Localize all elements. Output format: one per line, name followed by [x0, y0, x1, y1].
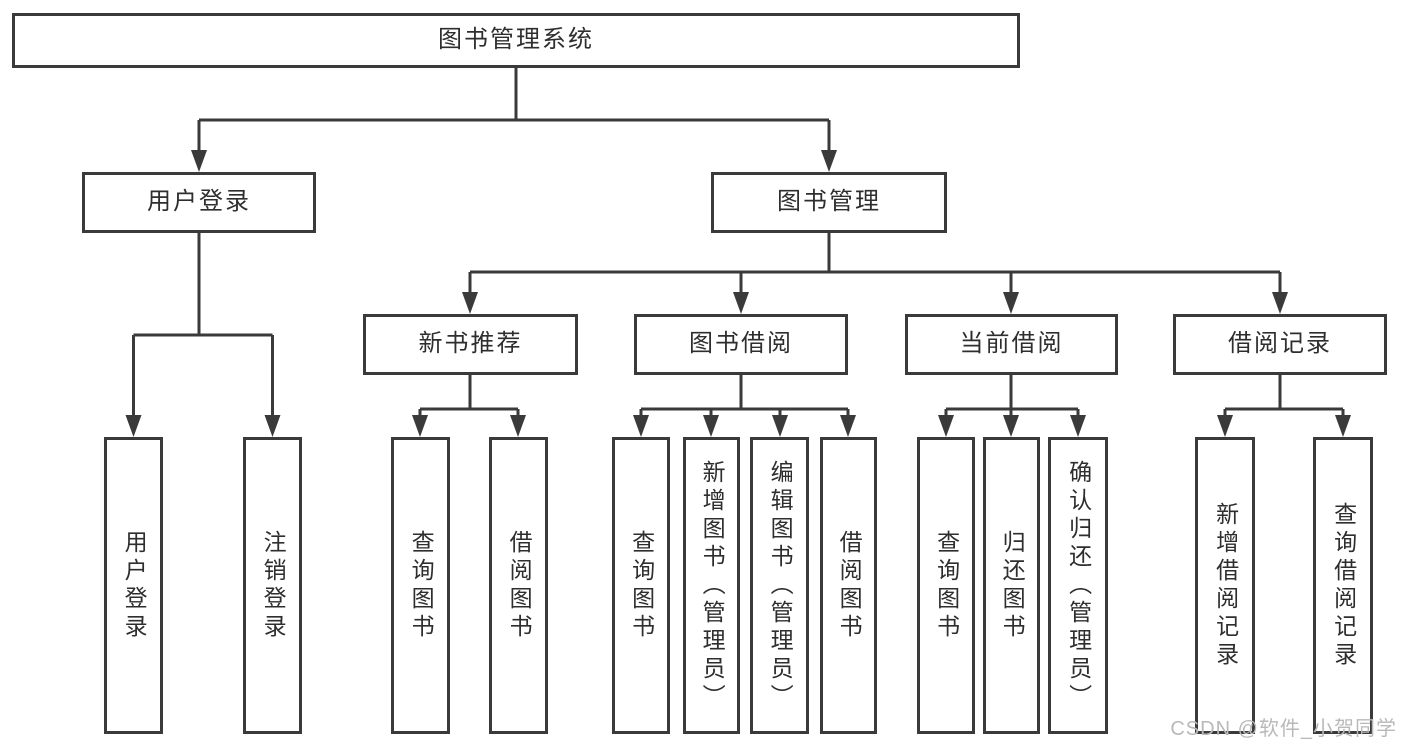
node-current-borrowing: 当前借阅	[905, 314, 1118, 375]
arrowhead	[733, 292, 749, 314]
leaf-bb-edit-book-admin-label: 编辑图书（管理员）	[767, 459, 794, 712]
leaf-bb-edit-book-admin: 编辑图书（管理员）	[750, 437, 809, 734]
arrowhead	[1003, 292, 1019, 314]
node-borrowing-records: 借阅记录	[1173, 314, 1387, 375]
arrowhead	[1335, 415, 1351, 437]
leaf-logout: 注销登录	[243, 437, 302, 734]
node-root-label: 图书管理系统	[438, 26, 594, 54]
arrowhead	[772, 415, 788, 437]
arrowhead	[840, 415, 856, 437]
csdn-watermark: CSDN @软件_小贺同学	[1170, 718, 1397, 740]
leaf-nb-borrow-book: 借阅图书	[489, 437, 548, 734]
connector-root-to-level2	[197, 68, 831, 154]
arrowhead	[1217, 415, 1233, 437]
leaf-br-add-record-label: 新增借阅记录	[1212, 501, 1239, 670]
leaf-bb-add-book-admin: 新增图书（管理员）	[683, 437, 740, 734]
arrowhead	[510, 415, 526, 437]
connector-borrow-record-children	[1223, 375, 1345, 419]
node-book-management-label: 图书管理	[777, 188, 881, 216]
connector-new-book-children	[418, 375, 520, 419]
leaf-bb-add-book-admin-label: 新增图书（管理员）	[699, 459, 726, 712]
arrowhead	[703, 415, 719, 437]
arrowhead	[938, 415, 954, 437]
leaf-nb-query-book: 查询图书	[391, 437, 450, 734]
leaf-cb-confirm-return-admin-label: 确认归还（管理员）	[1065, 459, 1092, 712]
leaf-user-login: 用户登录	[104, 437, 163, 734]
leaf-cb-return-book: 归还图书	[983, 437, 1040, 734]
arrowhead	[125, 415, 142, 437]
node-book-management: 图书管理	[711, 172, 947, 233]
node-book-borrowing-label: 图书借阅	[689, 330, 793, 358]
leaf-bb-query-book-label: 查询图书	[628, 529, 655, 642]
node-book-borrowing: 图书借阅	[634, 314, 848, 375]
leaf-logout-label: 注销登录	[260, 529, 287, 642]
leaf-cb-query-book: 查询图书	[917, 437, 975, 734]
node-root: 图书管理系统	[12, 13, 1020, 68]
connector-book-mgmt-children	[468, 233, 1282, 296]
arrowhead	[412, 415, 428, 437]
leaf-nb-query-book-label: 查询图书	[408, 529, 435, 642]
arrowhead	[462, 292, 478, 314]
connector-book-borrow-children	[639, 375, 850, 419]
leaf-br-add-record: 新增借阅记录	[1195, 437, 1255, 734]
leaf-br-query-record: 查询借阅记录	[1313, 437, 1373, 734]
arrowhead	[264, 415, 281, 437]
node-user-login-label: 用户登录	[147, 188, 251, 216]
arrowhead	[821, 150, 837, 172]
arrowhead	[1070, 415, 1086, 437]
leaf-br-query-record-label: 查询借阅记录	[1330, 501, 1357, 670]
connector-current-borrow-children	[944, 375, 1080, 419]
leaf-cb-confirm-return-admin: 确认归还（管理员）	[1048, 437, 1108, 734]
arrowhead	[1003, 415, 1019, 437]
leaf-user-login-label: 用户登录	[121, 529, 148, 642]
leaf-bb-borrow-book-label: 借阅图书	[836, 529, 863, 642]
node-borrowing-records-label: 借阅记录	[1228, 330, 1332, 358]
arrowhead	[633, 415, 649, 437]
arrowhead	[191, 150, 207, 172]
connector-user-login-children	[132, 233, 274, 419]
leaf-cb-return-book-label: 归还图书	[999, 529, 1026, 642]
node-new-book-recommend: 新书推荐	[363, 314, 578, 375]
leaf-nb-borrow-book-label: 借阅图书	[506, 529, 533, 642]
leaf-bb-query-book: 查询图书	[612, 437, 670, 734]
arrowhead	[1272, 292, 1288, 314]
leaf-bb-borrow-book: 借阅图书	[820, 437, 877, 734]
node-new-book-recommend-label: 新书推荐	[418, 330, 523, 358]
leaf-cb-query-book-label: 查询图书	[933, 529, 960, 642]
node-current-borrowing-label: 当前借阅	[959, 330, 1064, 358]
node-user-login: 用户登录	[82, 172, 316, 233]
